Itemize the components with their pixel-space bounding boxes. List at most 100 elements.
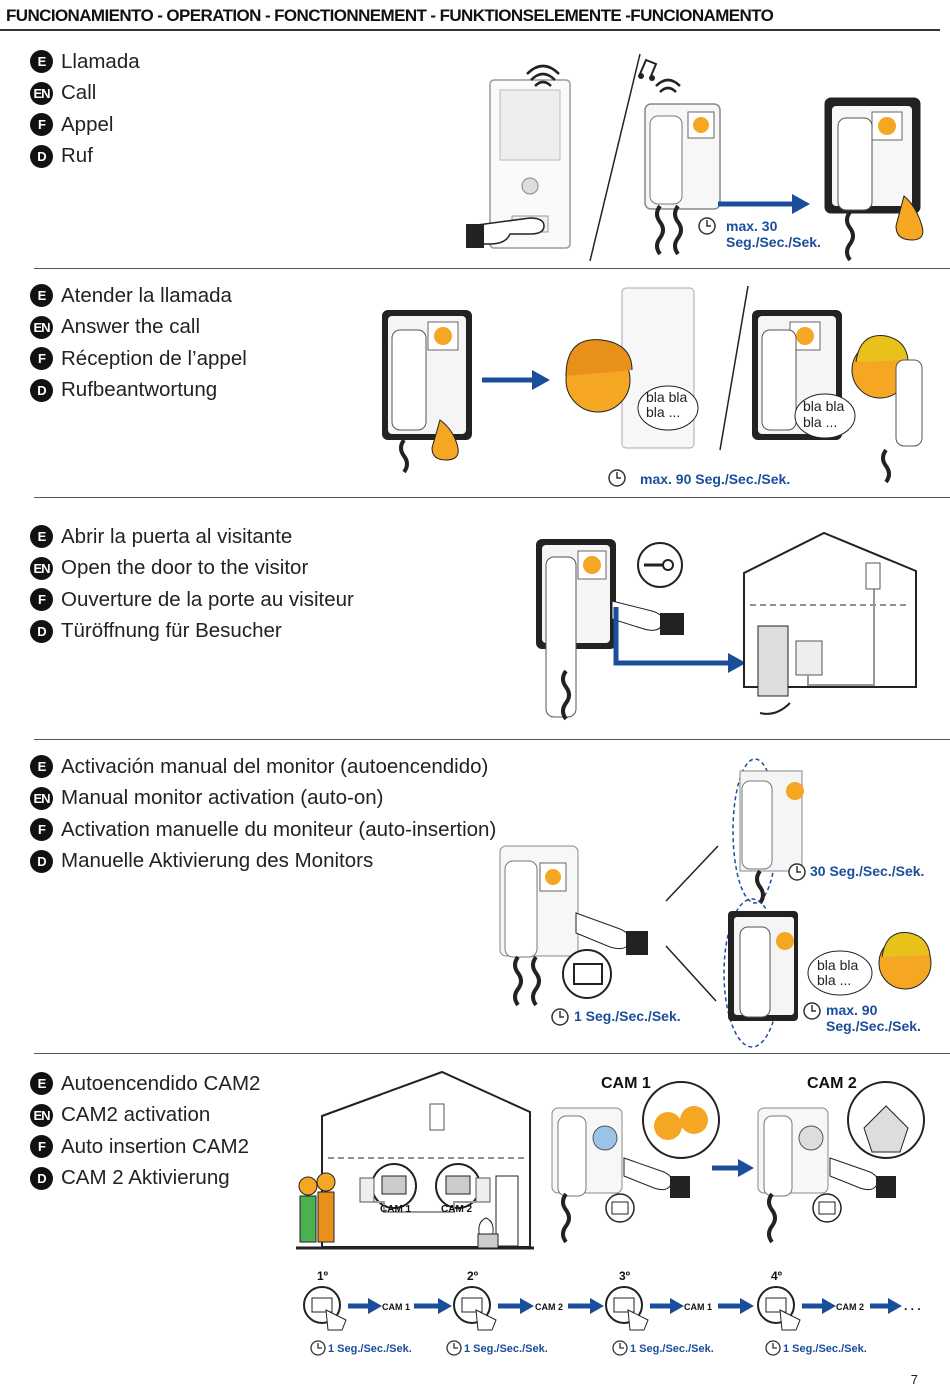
badge-en: EN (30, 1103, 53, 1127)
label-fr: Réception de l’appel (61, 346, 247, 370)
call-illustration: max. 30 Seg./Sec./Sek. (466, 53, 924, 262)
speech-bubble-text-a: bla bla (817, 957, 858, 973)
time-30-label: 30 Seg./Sec./Sek. (810, 863, 924, 879)
step-cam-label: CAM 1 (382, 1302, 410, 1312)
label-es: Abrir la puerta al visitante (61, 524, 293, 548)
badge-es: E (30, 1072, 53, 1096)
music-notes-icon (638, 58, 658, 81)
time-90-line2: Seg./Sec./Sek. (826, 1018, 921, 1034)
label-es: Autoencendido CAM2 (61, 1071, 261, 1095)
label-de: Rufbeantwortung (61, 378, 218, 402)
label-en: Call (61, 81, 97, 105)
divider-slash (719, 285, 749, 451)
step-time: 1 Seg./Sec./Sek. (783, 1343, 867, 1355)
clock-icon (698, 217, 716, 235)
lang-row-es: E Autoencendido CAM2 (30, 1068, 260, 1100)
label-de: Manuelle Aktivierung des Monitors (61, 849, 374, 873)
badge-es: E (30, 284, 53, 308)
section-separator (34, 1053, 950, 1054)
speech-bubble-text-2a: bla bla (803, 398, 844, 414)
monitor-cam1-illustration (551, 1081, 720, 1244)
answer-illustration: bla bla bla ... bla bla bla ... max. 90 … (382, 285, 923, 487)
badge-fr: F (30, 113, 53, 137)
step-number: 1º (317, 1269, 329, 1283)
arrow-right-icon (712, 1159, 754, 1177)
header-rule (0, 29, 940, 31)
label-en: Open the door to the visitor (61, 556, 309, 580)
lang-row-fr: F Auto insertion CAM2 (30, 1131, 260, 1163)
label-fr: Auto insertion CAM2 (61, 1134, 250, 1158)
label-de: Ruf (61, 144, 93, 168)
time-label: max. 90 Seg./Sec./Sek. (640, 471, 790, 487)
badge-en: EN (30, 315, 53, 339)
sequence-step-1: 1º CAM 1 1 Seg./Sec./Sek. (303, 1269, 452, 1356)
lang-row-en: EN Call (30, 78, 140, 110)
lang-row-en: EN Open the door to the visitor (30, 553, 354, 585)
page-number: 7 (910, 1372, 918, 1387)
sequence-step-4: 4º CAM 2 . . . 1 Seg./Sec./Sek. (757, 1269, 921, 1356)
lang-row-en: EN CAM2 activation (30, 1100, 260, 1132)
clock-icon (551, 1008, 569, 1026)
badge-fr: F (30, 818, 53, 842)
speech-bubble-text-2b: bla ... (803, 414, 837, 430)
page-header: FUNCIONAMIENTO - OPERATION - FONCTIONNEM… (0, 0, 950, 31)
clock-icon (788, 863, 806, 881)
badge-de: D (30, 849, 53, 873)
camera-icon (562, 949, 612, 999)
key-icon (637, 542, 683, 588)
badge-de: D (30, 619, 53, 643)
label-en: Manual monitor activation (auto-on) (61, 786, 384, 810)
label-de: CAM 2 Aktivierung (61, 1166, 230, 1190)
clock-icon (608, 469, 626, 487)
step-number: 3º (619, 1269, 631, 1283)
step-time: 1 Seg./Sec./Sek. (328, 1343, 412, 1355)
divider-slash (589, 53, 641, 262)
label-es: Llamada (61, 49, 140, 73)
connector-line (665, 845, 719, 902)
monitor-answer-illustration (824, 97, 924, 262)
sequence-step-2: 2º CAM 2 1 Seg./Sec./Sek. (446, 1269, 604, 1356)
section-separator (34, 497, 950, 498)
house-cam2-label: CAM 2 (441, 1204, 473, 1215)
label-en: Answer the call (61, 315, 201, 339)
cam-sequence-diagram: 1º CAM 1 1 Seg./Sec./Sek. 2º CAM 2 (303, 1269, 921, 1356)
cam2-title: CAM 2 (807, 1075, 857, 1092)
badge-en: EN (30, 556, 53, 580)
arrow-right-icon (718, 194, 810, 214)
monitor-auto-on-illustration (732, 758, 804, 905)
lang-row-de: D Rufbeantwortung (30, 375, 247, 407)
connector-line (665, 945, 717, 1002)
section-separator (34, 739, 950, 740)
arrow-right-icon (482, 370, 550, 390)
badge-es: E (30, 525, 53, 549)
time-label-line2: Seg./Sec./Sek. (726, 234, 821, 250)
badge-en: EN (30, 81, 53, 105)
lang-row-es: E Llamada (30, 46, 140, 78)
clock-icon (803, 1002, 821, 1020)
arrow-to-door-icon (613, 607, 731, 666)
label-en: CAM2 activation (61, 1103, 211, 1127)
badge-de: D (30, 378, 53, 402)
lang-row-de: D Manuelle Aktivierung des Monitors (30, 846, 496, 878)
monitor-press-illustration (499, 845, 648, 1007)
step-cam-label: CAM 1 (684, 1302, 712, 1312)
badge-es: E (30, 50, 53, 74)
badge-fr: F (30, 347, 53, 371)
sequence-ellipsis: . . . (904, 1299, 921, 1313)
monitor-cam2-illustration (757, 1081, 925, 1244)
step-number: 2º (467, 1269, 479, 1283)
label-fr: Ouverture de la porte au visiteur (61, 587, 354, 611)
badge-fr: F (30, 1135, 53, 1159)
